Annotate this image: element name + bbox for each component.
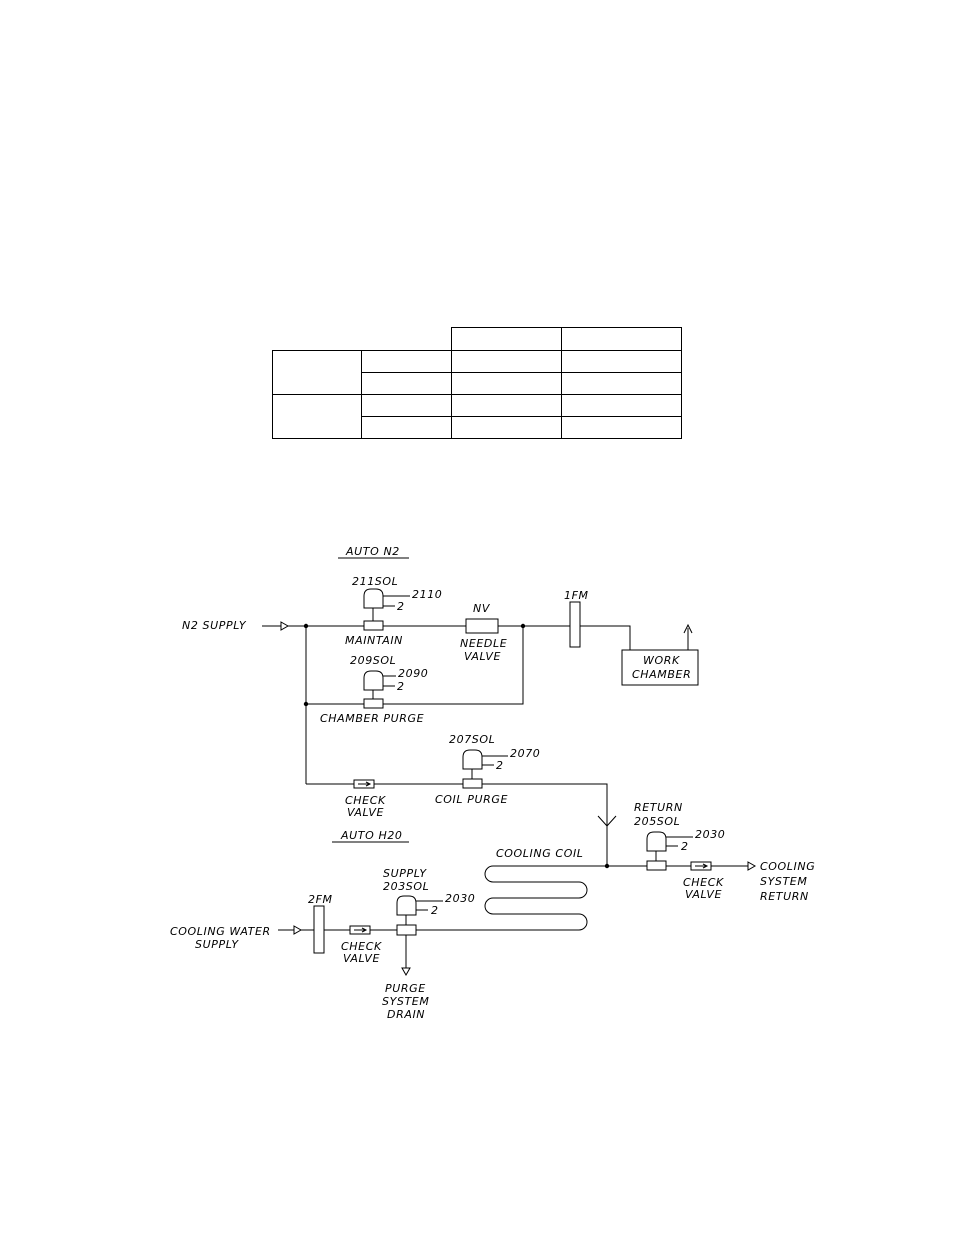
check-valve-1-label-b: VALVE (347, 806, 384, 819)
table-cell (272, 393, 362, 439)
chamber-purge-valve (363, 698, 384, 709)
wire-2-label: 2 (431, 904, 439, 917)
table-cell (272, 349, 362, 395)
check-valve-1-label-a: CHECK (345, 794, 386, 807)
wire-2030-label: 2030 (445, 892, 475, 905)
wire-2110-label: 2110 (412, 588, 442, 601)
cooling-coil (416, 865, 607, 931)
n2-supply-label: N2 SUPPLY (182, 619, 247, 632)
return-arrow-icon (747, 861, 757, 871)
wire-2070-label: 2070 (510, 747, 540, 760)
cooling-coil-label: COOLING COIL (496, 847, 584, 860)
flow-direction-icon (597, 815, 617, 827)
sol-203-label: 203SOL (383, 880, 429, 893)
purge-label: PURGE (385, 982, 426, 995)
table-row (273, 327, 682, 351)
chamber-purge-label: CHAMBER PURGE (320, 712, 424, 725)
table-row (273, 415, 682, 439)
check-valve-2-label-a: CHECK (683, 876, 724, 889)
wire-2-label: 2 (496, 759, 504, 772)
cooling-system-return-label-2: SYSTEM (760, 875, 807, 888)
auto-n2-heading: AUTO N2 (345, 545, 400, 558)
check-valve-2-label-b: VALVE (685, 888, 722, 901)
auto-h2o-heading: AUTO H20 (340, 829, 403, 842)
return-label: RETURN (634, 801, 683, 814)
maintain-label: MAINTAIN (345, 634, 403, 647)
sol-211-label: 211SOL (352, 575, 398, 588)
supply-valve (396, 924, 417, 936)
check-arrow-icon (702, 863, 709, 869)
wire-2030-label: 2030 (695, 828, 725, 841)
n2-supply-arrow-icon (280, 621, 290, 631)
table-cell (560, 415, 682, 439)
coil-purge-valve (462, 778, 483, 789)
check-valve-3-label-a: CHECK (341, 940, 382, 953)
wire-2090-label: 2090 (398, 667, 428, 680)
empty-table (272, 327, 682, 439)
system-label: SYSTEM (382, 995, 429, 1008)
sol-209-label: 209SOL (350, 654, 396, 667)
flow-meter-1 (569, 601, 581, 648)
check-arrow-icon (361, 927, 368, 933)
cooling-system-return-label-1: COOLING (760, 860, 815, 873)
fm2-label: 2FM (308, 893, 333, 906)
solenoid-205-icon (646, 831, 667, 852)
solenoid-207-icon (462, 749, 483, 770)
nv-label: NV (473, 602, 491, 615)
vent-arrow-icon (683, 623, 693, 634)
cooling-system-return-label-3: RETURN (760, 890, 809, 903)
solenoid-203-icon (396, 895, 417, 916)
pipe-line (580, 625, 631, 650)
pipe-line (482, 783, 608, 866)
fm1-label: 1FM (564, 589, 589, 602)
work-label: WORK (643, 654, 680, 667)
pipe-line (383, 626, 524, 705)
check-valve-3-label-b: VALVE (343, 952, 380, 965)
flow-meter-2 (313, 905, 325, 954)
wire-2-label: 2 (681, 840, 689, 853)
drain-label: DRAIN (387, 1008, 425, 1021)
solenoid-209-icon (363, 670, 384, 691)
maintain-valve (363, 620, 384, 631)
return-valve (646, 860, 667, 871)
chamber-label: CHAMBER (632, 668, 691, 681)
solenoid-211-icon (363, 588, 384, 609)
cooling-water-supply-label: SUPPLY (195, 938, 239, 951)
wire-2-label: 2 (397, 600, 405, 613)
table-row (272, 393, 682, 439)
drain-arrow-icon (401, 967, 411, 977)
coil-purge-label: COIL PURGE (435, 793, 508, 806)
sol-205-label: 205SOL (634, 815, 680, 828)
supply-label: SUPPLY (383, 867, 427, 880)
wire-2-label: 2 (397, 680, 405, 693)
work-chamber (621, 649, 699, 686)
needle-label-2: VALVE (464, 650, 501, 663)
needle-valve (465, 618, 499, 634)
needle-label-1: NEEDLE (460, 637, 507, 650)
sol-207-label: 207SOL (449, 733, 495, 746)
cooling-water-label: COOLING WATER (170, 925, 271, 938)
water-supply-arrow-icon (293, 925, 303, 935)
